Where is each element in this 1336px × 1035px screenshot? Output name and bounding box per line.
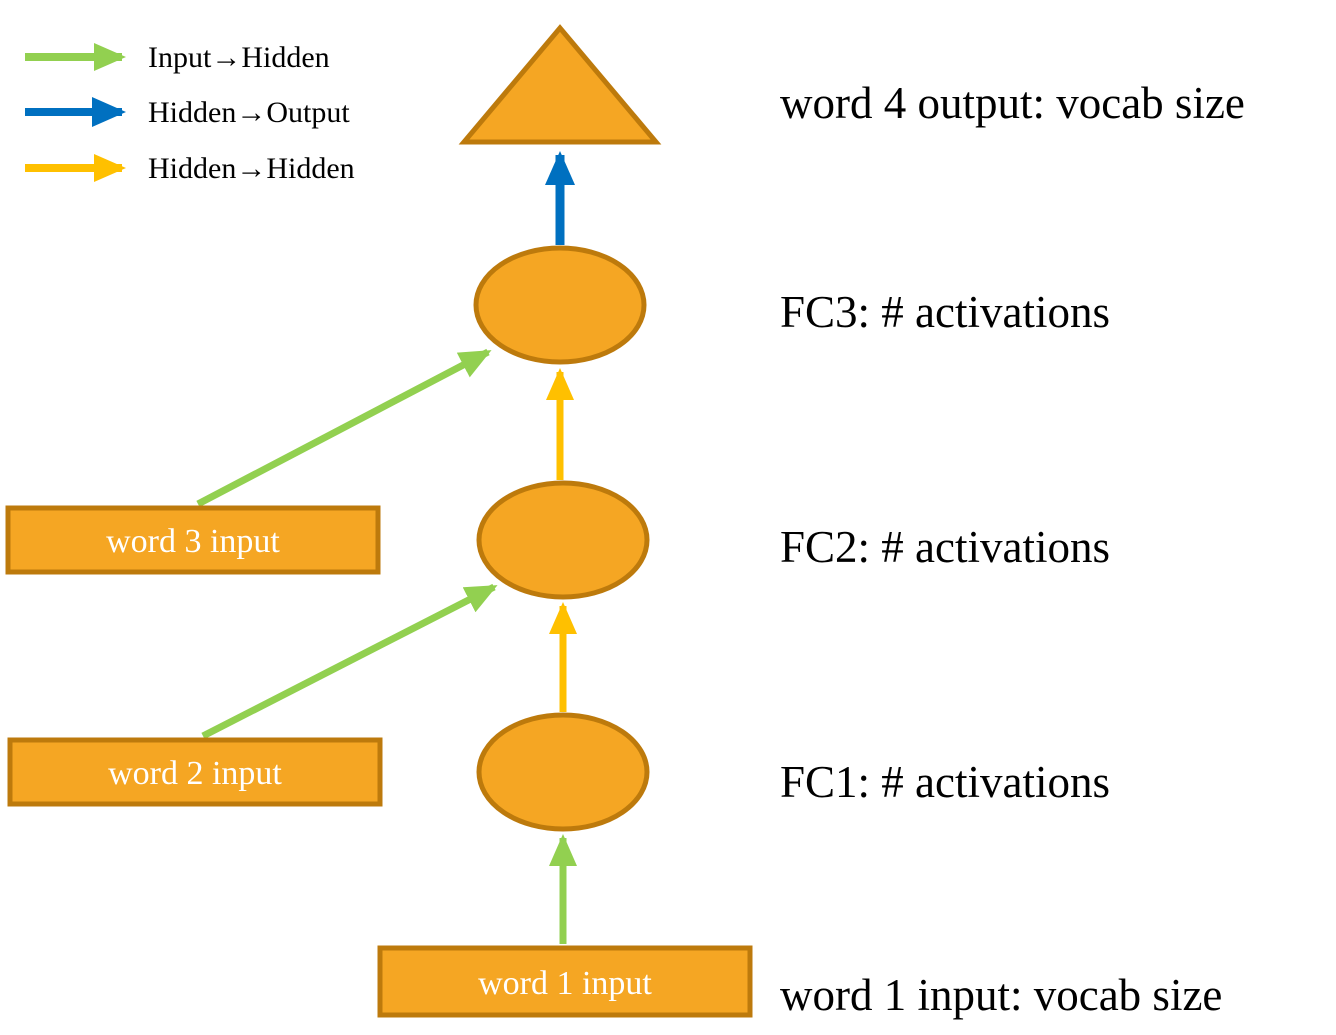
word2-input-box — [7, 737, 383, 807]
arrow-word3-to-fc3 — [196, 348, 492, 508]
word1-input-label: word 1 input — [478, 965, 652, 1002]
word3-input-label: word 3 input — [106, 523, 280, 560]
word3-input-box — [5, 505, 381, 575]
fc2-node — [476, 480, 650, 600]
annotation-word4-output: word 4 output: vocab size — [780, 78, 1245, 128]
word1-input-box — [377, 945, 753, 1018]
legend-input-hidden-label: Input→Hidden — [148, 41, 330, 74]
annotation-fc2: FC2: # activations — [780, 522, 1110, 572]
annotation-fc3: FC3: # activations — [780, 287, 1110, 337]
annotation-word1-input: word 1 input: vocab size — [780, 970, 1222, 1020]
word2-input-label: word 2 input — [108, 755, 282, 792]
legend: Input→Hidden Hidden→Output Hidden→Hidden — [25, 41, 355, 185]
fc1-node — [476, 712, 650, 832]
legend-hidden-output-label: Hidden→Output — [148, 96, 350, 129]
output-triangle — [458, 24, 662, 145]
fc3-node — [473, 245, 647, 365]
legend-hidden-hidden-label: Hidden→Hidden — [148, 152, 355, 185]
arrow-word2-to-fc2 — [201, 583, 498, 740]
annotation-fc1: FC1: # activations — [780, 757, 1110, 807]
